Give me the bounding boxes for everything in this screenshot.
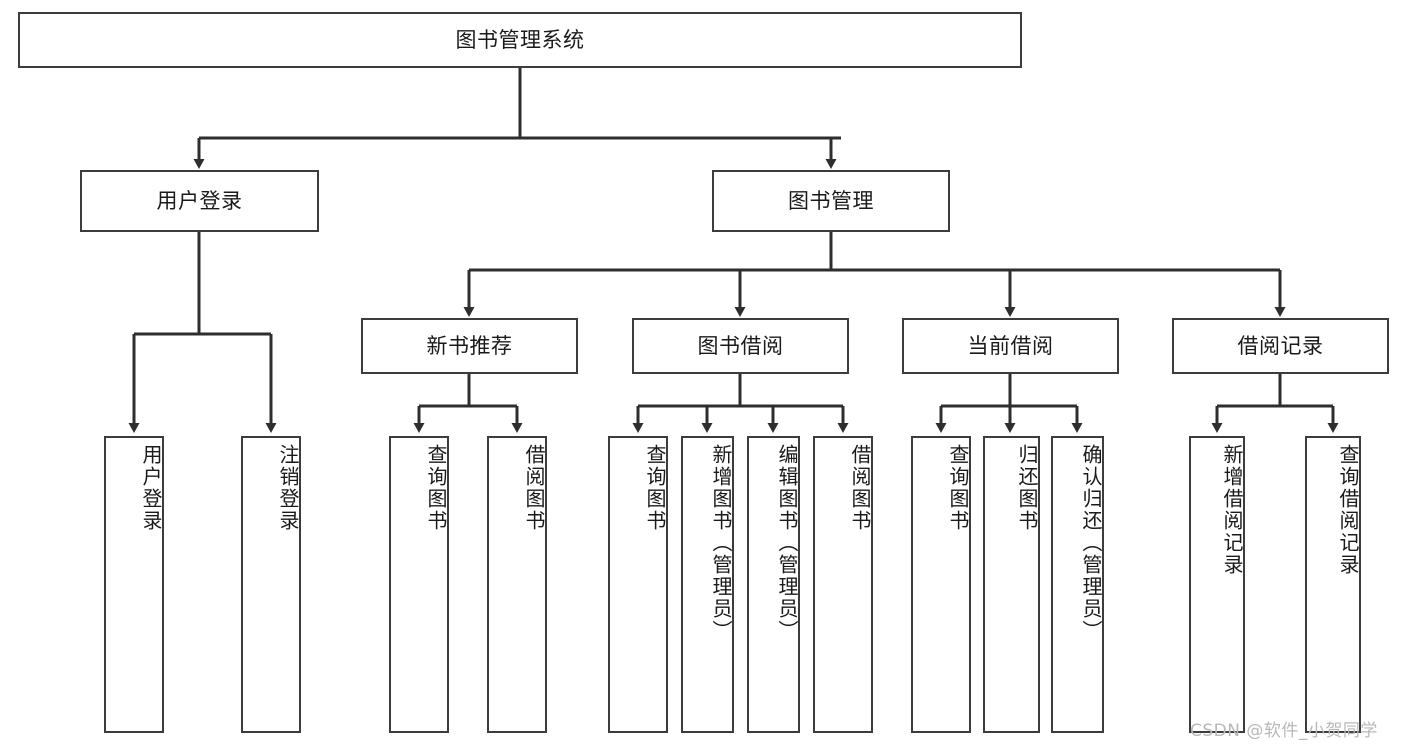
node-label: 查询图书	[424, 444, 448, 532]
node-label: 查询图书	[946, 444, 970, 532]
leaf-query-book-1[interactable]: 查询图书	[389, 436, 449, 733]
node-label: 借阅记录	[1237, 333, 1324, 358]
node-label: 注销登录	[276, 444, 300, 532]
leaf-confirm-return[interactable]: 确认归还（管理员）	[1051, 436, 1104, 733]
node-label: 新增借阅记录	[1220, 444, 1244, 576]
node-label: 图书管理	[788, 188, 874, 213]
node-root[interactable]: 图书管理系统	[18, 12, 1022, 68]
leaf-logout[interactable]: 注销登录	[241, 436, 301, 733]
node-label: 用户登录	[139, 444, 163, 532]
node-label: 图书借阅	[697, 333, 784, 358]
node-label: 查询借阅记录	[1336, 444, 1360, 576]
leaf-edit-book[interactable]: 编辑图书（管理员）	[747, 436, 800, 733]
leaf-borrow-book-2[interactable]: 借阅图书	[813, 436, 873, 733]
node-borrow-record[interactable]: 借阅记录	[1172, 318, 1389, 374]
leaf-borrow-book-1[interactable]: 借阅图书	[487, 436, 547, 733]
node-label: 归还图书	[1015, 444, 1039, 532]
node-label: 新增图书（管理员）	[709, 444, 733, 642]
leaf-user-login[interactable]: 用户登录	[104, 436, 164, 733]
node-label: 当前借阅	[967, 333, 1054, 358]
node-book-borrow[interactable]: 图书借阅	[632, 318, 849, 374]
node-label: 图书管理系统	[455, 27, 585, 52]
node-label: 用户登录	[156, 188, 243, 213]
node-label: 查询图书	[643, 444, 667, 532]
leaf-add-record[interactable]: 新增借阅记录	[1189, 436, 1245, 733]
leaf-query-book-3[interactable]: 查询图书	[911, 436, 971, 733]
leaf-query-record[interactable]: 查询借阅记录	[1305, 436, 1361, 733]
node-label: 编辑图书（管理员）	[775, 444, 799, 642]
node-label: 借阅图书	[522, 444, 546, 532]
node-label: 新书推荐	[426, 333, 513, 358]
node-new-book-recommend[interactable]: 新书推荐	[361, 318, 578, 374]
node-book-manage[interactable]: 图书管理	[712, 170, 950, 232]
leaf-return-book[interactable]: 归还图书	[983, 436, 1040, 733]
leaf-query-book-2[interactable]: 查询图书	[608, 436, 668, 733]
node-user-login[interactable]: 用户登录	[80, 170, 319, 232]
csdn-watermark: CSDN @软件_小贺同学	[1190, 721, 1378, 741]
node-label: 确认归还（管理员）	[1079, 444, 1103, 642]
node-current-borrow[interactable]: 当前借阅	[902, 318, 1119, 374]
node-label: 借阅图书	[848, 444, 872, 532]
leaf-add-book[interactable]: 新增图书（管理员）	[681, 436, 734, 733]
